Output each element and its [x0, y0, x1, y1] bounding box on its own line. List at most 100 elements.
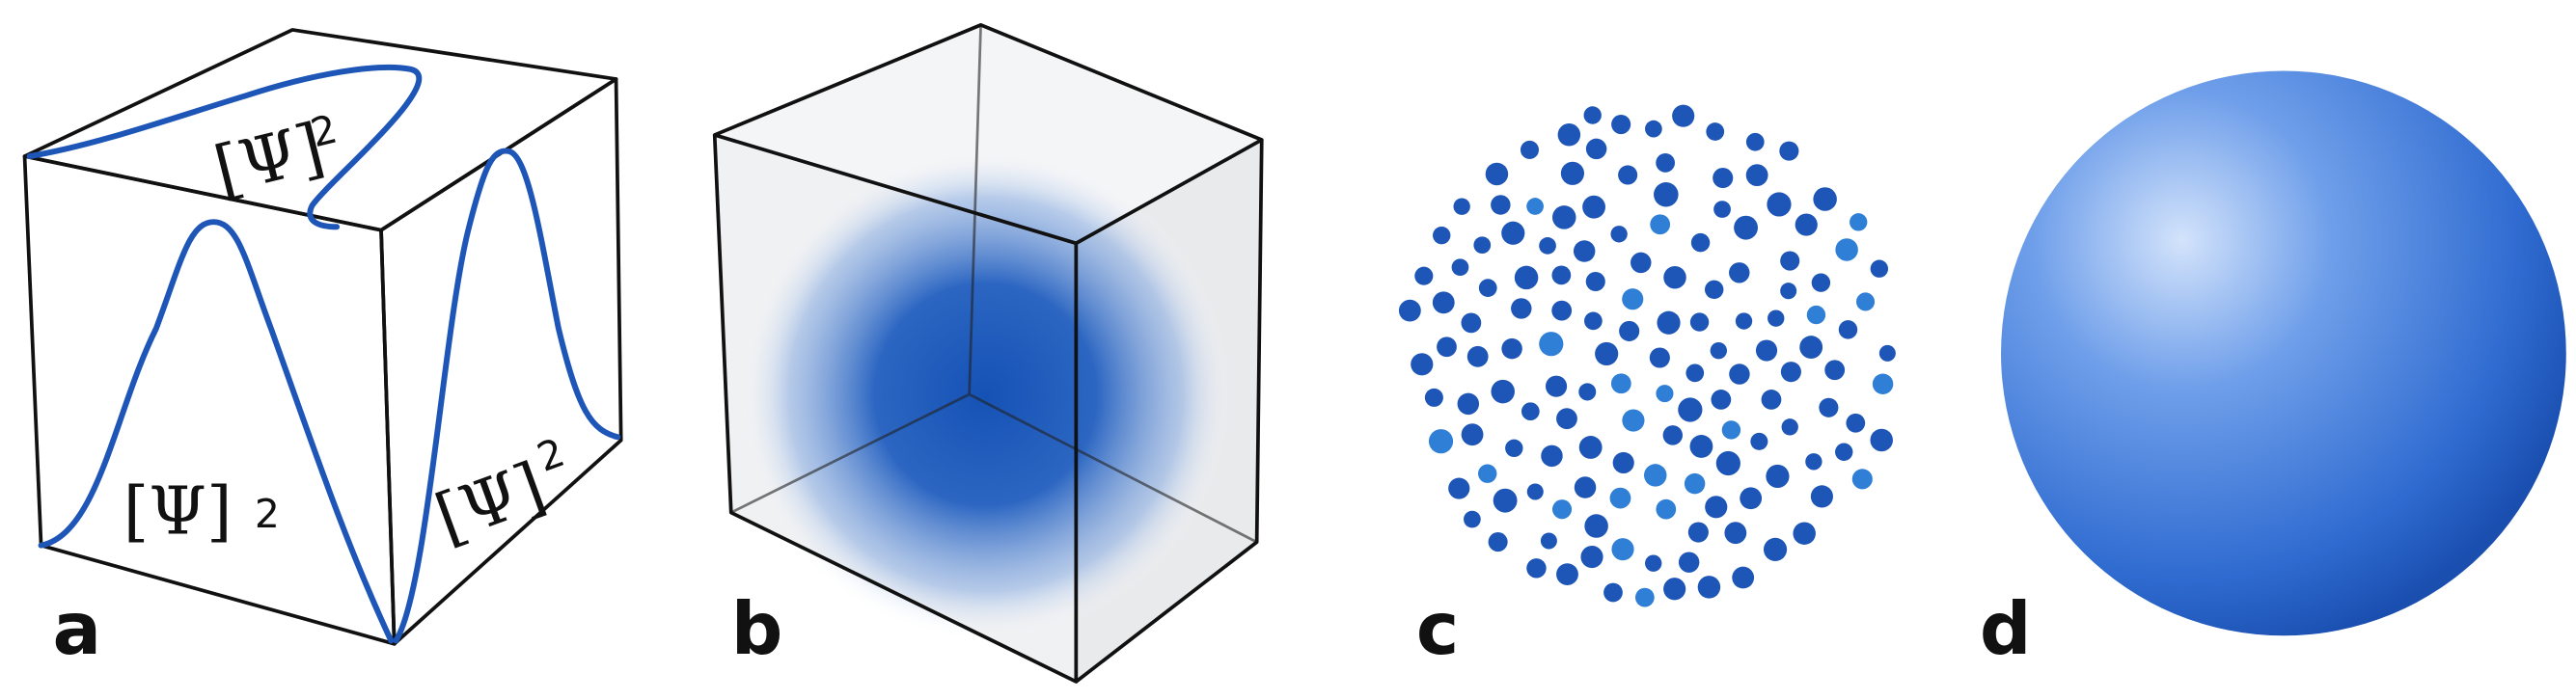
dot	[1684, 472, 1706, 495]
dot	[1715, 450, 1740, 476]
dot	[1793, 522, 1816, 545]
panel-label-a: a	[52, 586, 101, 671]
dot	[1584, 514, 1608, 538]
dot	[1578, 436, 1603, 459]
dot	[1706, 122, 1725, 141]
dot	[1619, 320, 1640, 341]
panel-b-cube: b	[712, 22, 1264, 684]
sphere	[2001, 70, 2566, 636]
dot	[1584, 311, 1603, 331]
panel-label-c: c	[1416, 586, 1459, 671]
dot	[1745, 132, 1765, 151]
dot	[1551, 265, 1572, 285]
dot	[1813, 187, 1837, 211]
dot	[1610, 226, 1628, 243]
dot	[1610, 373, 1631, 394]
dot	[1414, 266, 1434, 285]
dot	[1451, 258, 1469, 277]
dot	[1539, 332, 1564, 357]
wave-right	[393, 148, 621, 644]
dot	[1645, 554, 1662, 572]
dot	[1424, 388, 1443, 407]
dot	[1763, 537, 1788, 561]
dot	[1690, 232, 1711, 253]
dot	[1546, 375, 1568, 397]
dot	[1582, 195, 1605, 219]
dot	[1501, 221, 1525, 245]
dot	[1761, 390, 1782, 410]
cube-front-face	[22, 154, 397, 646]
dot	[1526, 558, 1547, 579]
dot	[1810, 485, 1833, 508]
dot	[1541, 444, 1563, 468]
dot	[1453, 198, 1470, 215]
dot	[1411, 353, 1434, 376]
dot	[1574, 476, 1597, 498]
dot	[1795, 213, 1818, 236]
dot	[1824, 360, 1846, 381]
dot	[1740, 487, 1763, 510]
dot	[1473, 236, 1492, 255]
dot	[1551, 499, 1573, 520]
psi-squared-front: [Ψ] 2	[123, 474, 280, 551]
panel-a-cube: [Ψ] 2 [Ψ] 2 [Ψ] 2 a	[22, 28, 623, 671]
dot	[1501, 337, 1522, 360]
dot	[1428, 429, 1454, 454]
dot	[1835, 238, 1858, 261]
dot	[1556, 408, 1577, 430]
dot	[1622, 409, 1645, 432]
dot	[1520, 140, 1540, 159]
dot	[1656, 153, 1676, 173]
dot	[1805, 453, 1822, 471]
dot	[1539, 237, 1556, 255]
dot	[1711, 390, 1732, 410]
dot	[1609, 487, 1631, 509]
dot	[1656, 498, 1677, 520]
dot	[1437, 337, 1457, 358]
dot	[1689, 435, 1713, 458]
dot	[1678, 552, 1700, 573]
formula-text: [Ψ]	[426, 448, 555, 557]
dot	[1478, 464, 1497, 483]
dot	[1583, 106, 1602, 124]
dot	[1780, 283, 1797, 300]
dot	[1654, 181, 1679, 207]
dot	[1779, 141, 1799, 161]
panel-label-d: d	[1980, 586, 2032, 671]
dot	[1705, 280, 1724, 300]
dot	[1755, 339, 1778, 362]
dot	[1657, 310, 1681, 335]
psi-squared-top: [Ψ] 2	[207, 105, 342, 209]
dot	[1573, 240, 1596, 262]
dot	[1846, 413, 1866, 433]
dot	[1551, 300, 1573, 321]
dot	[1514, 265, 1539, 290]
dot	[1622, 288, 1644, 310]
dot	[1618, 165, 1638, 185]
cube-edges	[712, 22, 1264, 684]
exponent-text: 2	[255, 491, 280, 537]
dot	[1560, 161, 1585, 185]
dot	[1870, 428, 1893, 452]
wave-front	[38, 219, 395, 644]
dot	[1478, 279, 1497, 297]
dot	[1662, 425, 1684, 445]
dot	[1872, 373, 1894, 394]
dot	[1705, 496, 1728, 519]
dot	[1838, 320, 1858, 339]
dot	[1643, 464, 1667, 487]
dot	[1697, 576, 1721, 599]
dot	[1540, 532, 1557, 550]
dot	[1526, 483, 1544, 500]
dot	[1611, 538, 1634, 561]
dot	[1767, 192, 1792, 217]
dot	[1713, 201, 1731, 218]
dot	[1521, 402, 1540, 421]
dot	[1612, 451, 1634, 474]
dot	[1551, 205, 1576, 229]
dot	[1835, 443, 1853, 461]
dot	[1491, 379, 1515, 404]
wave-top	[26, 64, 423, 230]
dot	[1595, 341, 1619, 366]
